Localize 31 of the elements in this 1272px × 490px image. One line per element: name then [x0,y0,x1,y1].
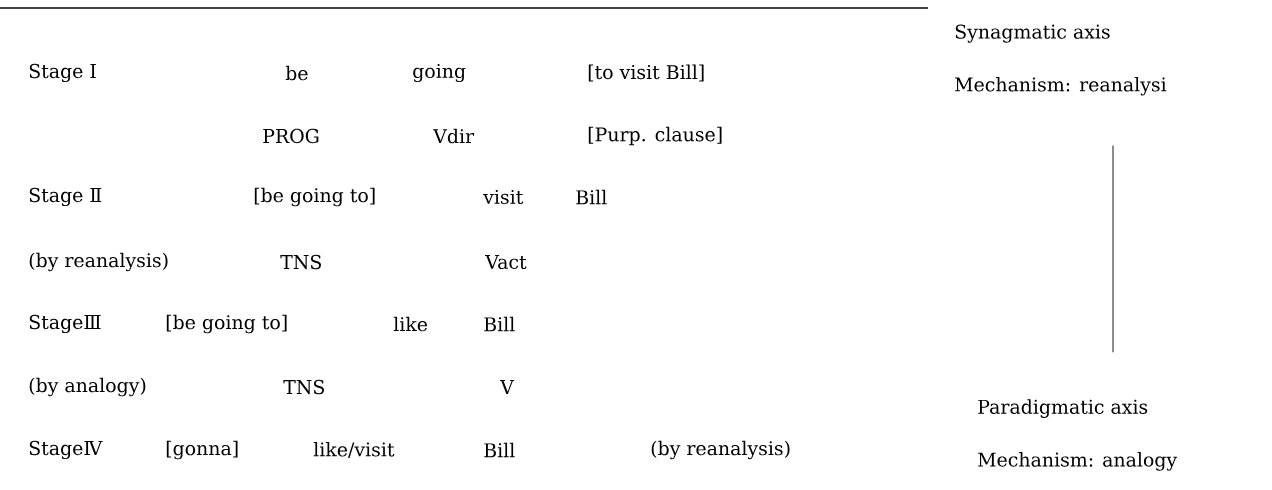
table-text: going [413,63,466,83]
connector-line [1112,144,1114,353]
table-text: like/visit [313,441,395,459]
table-text: TNS [283,379,324,395]
table-text: Stage Ⅰ [29,63,96,83]
table-text: [to visit Bill] [588,64,704,82]
axis-label: Paradigmatic axis [978,399,1148,418]
table-text: (by analogy) [29,377,146,397]
axis-label: Mechanism: reanalysi [955,76,1167,96]
table-text: Vdir [433,128,475,144]
table-text: StageⅢ [29,314,101,334]
table-text: visit [483,189,524,205]
table-text: PROG [263,128,319,144]
table-text: [Purp. clause] [588,126,722,146]
table-text: Bill [576,189,607,205]
table-text: V [500,380,515,394]
table-text: [be going to] [254,187,375,207]
table-text: Vact [485,254,527,269]
table-text: (by reanalysis) [29,252,168,272]
table-text: Bill [484,442,515,458]
table-text: Stage Ⅱ [29,187,102,207]
table-text: Bill [484,316,515,332]
table-text: (by reanalysis) [651,440,790,460]
axis-label: Mechanism: analogy [978,452,1178,471]
table-text: StageⅣ [29,440,103,460]
table-text: like [393,316,428,332]
table-text: be [285,65,308,81]
table-text: TNS [280,254,321,270]
table-text: [gonna] [166,440,238,460]
axis-label: Synagmatic axis [955,24,1110,43]
table-text: [be going to] [166,314,287,334]
